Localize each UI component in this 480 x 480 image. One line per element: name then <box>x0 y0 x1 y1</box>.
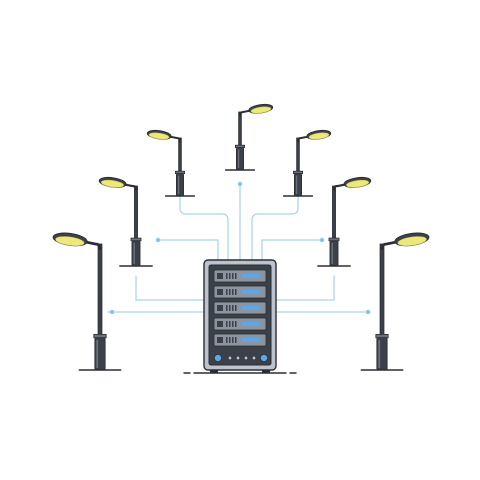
node-dot <box>365 309 371 315</box>
drive-activity-light <box>242 338 260 342</box>
server-rack-icon <box>203 259 277 373</box>
wire-lamp-mid-right <box>271 275 335 301</box>
lamp-arm <box>380 240 400 250</box>
wire-lamp-upper-left <box>157 239 219 261</box>
lamp-light <box>397 236 427 246</box>
drive-vent <box>232 321 234 327</box>
server-status-light <box>235 355 241 361</box>
lamp-base-highlight <box>96 339 99 368</box>
drive-activity-light <box>242 274 260 278</box>
drive-vent <box>229 273 231 279</box>
street-lamp-icon <box>234 103 274 171</box>
drive-vent <box>226 321 228 327</box>
drive-vent <box>232 289 234 295</box>
connection-wires <box>107 185 371 313</box>
drive-vent <box>226 305 228 311</box>
street-lamp-icon <box>292 129 332 197</box>
drive-vent <box>226 289 228 295</box>
lamp-pole <box>379 243 385 339</box>
drive-vent <box>235 321 237 327</box>
drive-vent <box>235 337 237 343</box>
lamp-arm <box>332 183 348 191</box>
node-dot <box>155 237 161 243</box>
lamp-base-highlight <box>133 242 135 264</box>
wire-lamp-top-left <box>179 195 229 261</box>
lamp-collar <box>328 237 340 242</box>
drive-vent <box>232 273 234 279</box>
lamp-base-highlight <box>331 242 333 264</box>
lamp-light <box>308 132 330 140</box>
server-status-light <box>227 355 233 361</box>
drive-bay-grip <box>217 305 223 311</box>
lamp-light <box>250 106 272 114</box>
street-lamps <box>52 103 430 371</box>
drive-bay-grip <box>217 321 223 327</box>
street-lamp-icon <box>328 176 372 267</box>
lamp-arm <box>297 135 311 143</box>
drive-activity-light <box>242 322 260 326</box>
lamp-pole <box>296 137 300 174</box>
lamp-light <box>346 179 370 188</box>
server-foot <box>210 370 218 373</box>
street-lamp-icon <box>146 129 185 197</box>
node-dot <box>237 181 243 187</box>
lamp-base <box>293 173 302 197</box>
lamp-base <box>131 240 141 267</box>
lamp-base-highlight <box>237 149 240 168</box>
ground-lines <box>78 169 404 374</box>
lamp-base-highlight <box>177 175 180 194</box>
street-lamp-icon <box>52 232 107 371</box>
wire-lamp-upper-right <box>261 239 323 261</box>
drive-vent <box>229 305 231 311</box>
lamp-collar <box>130 237 142 242</box>
server-status-light <box>214 354 222 362</box>
drive-vent <box>226 273 228 279</box>
lamp-base <box>329 240 339 267</box>
drive-vent <box>235 289 237 295</box>
lamp-pole <box>134 185 138 242</box>
wire-lamp-top-right <box>251 195 299 261</box>
server-status-light <box>260 354 268 362</box>
lamp-base <box>175 173 184 197</box>
lamp-collar <box>375 333 389 339</box>
lamp-light <box>55 236 85 246</box>
server-status-light <box>251 355 257 361</box>
street-lamp-icon <box>375 232 430 371</box>
drive-activity-light <box>242 290 260 294</box>
lamp-arm <box>239 109 253 117</box>
drive-bay-grip <box>217 337 223 343</box>
lamp-base <box>235 147 244 171</box>
lamp-base-highlight <box>295 175 298 194</box>
drive-vent <box>226 337 228 343</box>
connection-nodes <box>109 181 371 315</box>
lamp-light <box>148 132 170 140</box>
lamp-collar <box>93 333 107 339</box>
drive-bay-grip <box>217 273 223 279</box>
drive-vent <box>232 337 234 343</box>
lamp-pole <box>238 111 242 148</box>
lamp-pole <box>332 185 336 242</box>
lamp-arm <box>167 135 181 143</box>
drive-activity-light <box>242 306 260 310</box>
drive-vent <box>229 321 231 327</box>
street-lamp-icon <box>98 176 142 267</box>
lamp-pole <box>178 137 182 174</box>
drive-vent <box>229 289 231 295</box>
drive-vent <box>235 273 237 279</box>
drive-vent <box>232 305 234 311</box>
wire-lamp-mid-left <box>135 275 209 301</box>
node-dot <box>109 309 115 315</box>
lamp-base-highlight <box>378 339 381 368</box>
node-dot <box>319 237 325 243</box>
drive-bay-grip <box>217 289 223 295</box>
lamp-arm <box>82 240 102 250</box>
lamp-arm <box>122 183 138 191</box>
lamp-pole <box>97 243 103 339</box>
lamp-light <box>100 179 124 188</box>
drive-vent <box>229 337 231 343</box>
server-foot <box>262 370 270 373</box>
drive-vent <box>235 305 237 311</box>
server-status-light <box>243 355 249 361</box>
